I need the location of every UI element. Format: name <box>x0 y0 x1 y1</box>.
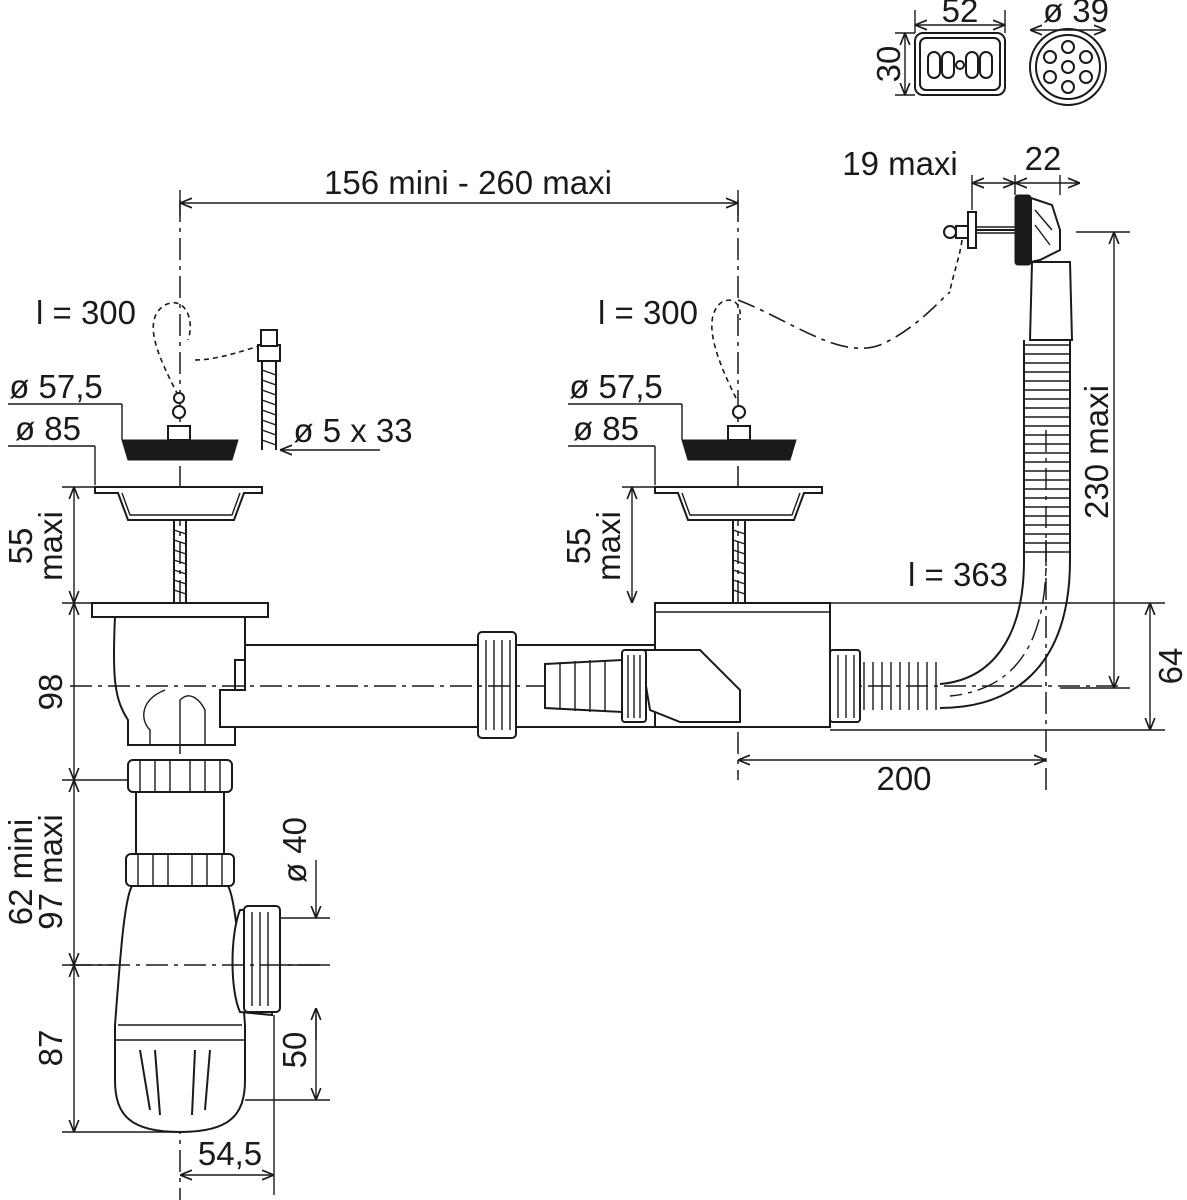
overflow-hose-corrugation <box>1024 344 1070 553</box>
left-depth-unit-label: maxi <box>32 511 69 581</box>
trap-min-label: 62 mini <box>2 819 39 925</box>
right-depth-value-label: 55 <box>560 528 597 565</box>
rect-grille-icon <box>914 32 1006 96</box>
overflow-hose-icon <box>939 261 1074 709</box>
round-grille-diameter-label: ø 39 <box>1043 0 1109 29</box>
left-drain-body-icon <box>91 602 269 746</box>
trap-bottom-label: 87 <box>32 1030 69 1067</box>
trap-offset-label: 54,5 <box>198 1135 262 1172</box>
chain-screw-icon <box>257 329 281 450</box>
right-basket-diameter-label: ø 85 <box>573 410 639 447</box>
overflow-cord-icon <box>737 291 951 350</box>
right-plug-icon <box>681 405 797 461</box>
overflow-tube-length-label: l = 363 <box>908 556 1008 593</box>
right-basket-icon <box>654 486 823 603</box>
left-plug-icon <box>121 392 239 461</box>
left-chain-icon <box>152 302 192 396</box>
left-depth-value-label: 55 <box>2 528 39 565</box>
left-basket-diameter-label: ø 85 <box>15 410 81 447</box>
bottle-trap-icon <box>114 885 281 1134</box>
right-drain-body-icon <box>544 602 861 728</box>
overflow-chain-max-label: 19 maxi <box>842 145 958 182</box>
left-chain-length-label: l = 300 <box>36 294 136 331</box>
overflow-height-label: 230 maxi <box>1078 385 1115 519</box>
overflow-chain-icon <box>949 239 963 291</box>
left-basket-icon <box>94 486 263 603</box>
overflow-offset-label: 200 <box>876 760 931 797</box>
connector-height-label: 64 <box>1152 648 1187 685</box>
outlet-diameter-label: ø 40 <box>276 817 313 883</box>
overflow-thickness-label: 22 <box>1025 140 1062 177</box>
upper-trap-nut-icon <box>127 759 233 855</box>
left-plug-diameter-label: ø 57,5 <box>9 368 103 405</box>
right-chain-icon <box>711 299 742 399</box>
lower-trap-nut-icon <box>125 853 235 887</box>
horizontal-hose-corrugation <box>863 662 937 710</box>
right-chain-length-label: l = 300 <box>598 294 698 331</box>
grille-width-label: 52 <box>942 0 979 29</box>
right-depth-unit-label: maxi <box>590 511 627 581</box>
grille-height-label: 30 <box>870 46 907 83</box>
round-grille-icon <box>1029 28 1107 106</box>
right-plug-diameter-label: ø 57,5 <box>569 368 663 405</box>
outlet-height-label: 50 <box>276 1032 313 1069</box>
body-height-label: 98 <box>32 674 69 711</box>
trap-max-label: 97 maxi <box>32 814 69 930</box>
drain-spacing-label: 156 mini - 260 maxi <box>324 164 612 201</box>
chain-screw-label: ø 5 x 33 <box>293 412 412 449</box>
overflow-rose-icon <box>943 194 1061 266</box>
